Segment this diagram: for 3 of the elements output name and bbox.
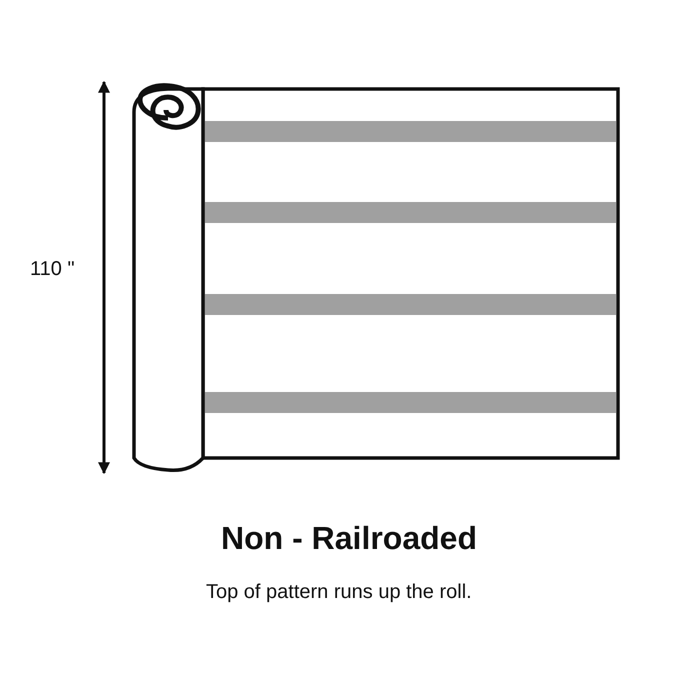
caption: Top of pattern runs up the roll. (206, 581, 472, 604)
dimension-label: 110 " (30, 258, 75, 281)
title: Non - Railroaded (221, 520, 478, 557)
